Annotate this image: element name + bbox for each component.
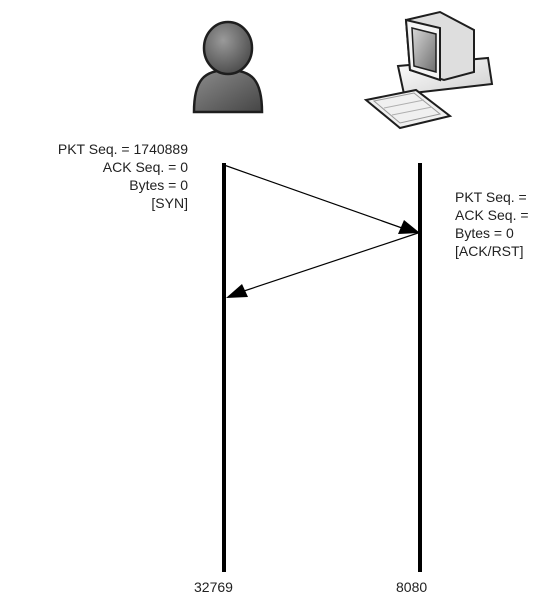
syn-packet-label: PKT Seq. = 1740889 ACK Seq. = 0 Bytes = … [58, 140, 188, 212]
ackrst-bytes: Bytes = 0 [455, 224, 529, 242]
computer-icon [366, 12, 492, 128]
ackrst-flags: [ACK/RST] [455, 242, 529, 260]
syn-bytes: Bytes = 0 [58, 176, 188, 194]
ackrst-pkt-seq: PKT Seq. = [455, 188, 529, 206]
ackrst-ack-seq: ACK Seq. = [455, 206, 529, 224]
syn-arrow [224, 165, 420, 234]
client-port-label: 32769 [194, 578, 233, 596]
user-icon [194, 22, 262, 112]
syn-pkt-seq: PKT Seq. = 1740889 [58, 140, 188, 158]
ack-rst-packet-label: PKT Seq. = ACK Seq. = Bytes = 0 [ACK/RST… [455, 188, 529, 260]
ack-rst-arrow [226, 233, 418, 298]
syn-flags: [SYN] [58, 194, 188, 212]
syn-ack-seq: ACK Seq. = 0 [58, 158, 188, 176]
server-port-label: 8080 [396, 578, 427, 596]
